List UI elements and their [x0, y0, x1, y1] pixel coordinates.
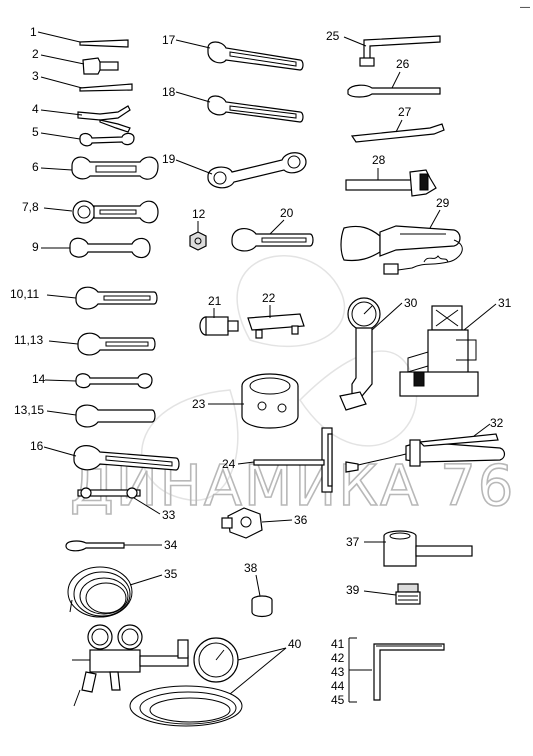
callout-28: 28: [372, 153, 386, 167]
callout-40: 40: [288, 637, 302, 651]
tool-32-grease-gun: [345, 433, 506, 473]
tool-18-hook-spanner: [207, 95, 304, 123]
callout-16: 16: [30, 439, 44, 453]
callout-9: 9: [32, 240, 39, 254]
callout-3: 3: [32, 69, 39, 83]
tool-22-plate: [247, 313, 305, 339]
tool-10-11-wrench: [75, 286, 158, 310]
callout-29: 29: [436, 196, 450, 210]
callout-12: 12: [192, 207, 206, 221]
tool-27-pry-bar: [350, 123, 445, 143]
tool-23-sleeve: [241, 373, 299, 429]
tool-28-hammer: [345, 169, 437, 197]
tool-13-15-wrench: [75, 404, 156, 428]
tool-39-fitting: [395, 583, 421, 605]
callout-38: 38: [244, 561, 258, 575]
tool-1-drift: [79, 39, 129, 48]
callout-11-13: 11,13: [14, 333, 43, 347]
tool-41-45-hex-keys: [373, 643, 445, 701]
callout-30: 30: [404, 296, 418, 310]
callout-19: 19: [162, 152, 176, 166]
tool-7-8-wrench: [72, 200, 159, 224]
callout-7-8: 7,8: [22, 200, 39, 214]
callout-4: 4: [32, 102, 39, 116]
callout-5: 5: [32, 125, 39, 139]
tool-5-wrench: [79, 132, 135, 147]
callout-2: 2: [32, 47, 39, 61]
callout-39: 39: [346, 583, 360, 597]
callout-1: 1: [30, 25, 37, 39]
callout-41: 41: [331, 637, 345, 651]
callout-36: 36: [294, 513, 308, 527]
tool-35-hose: [67, 566, 133, 618]
tool-16-hook-wrench: [73, 445, 180, 471]
tool-37-t-socket: [383, 530, 473, 567]
tool-20-wrench: [231, 228, 314, 252]
tool-38-bushing: [251, 595, 273, 618]
callout-13-15: 13,15: [14, 403, 44, 417]
callout-37: 37: [346, 535, 360, 549]
callout-25: 25: [326, 29, 340, 43]
callout-26: 26: [396, 57, 410, 71]
callout-27: 27: [398, 105, 412, 119]
tool-31-bottle-jack: [399, 305, 479, 397]
callout-32: 32: [490, 416, 504, 430]
tool-25-l-key: [359, 35, 441, 67]
tool-29-blowgun: [340, 225, 463, 275]
tool-36-nut: [221, 507, 263, 539]
callout-34: 34: [164, 538, 178, 552]
corner-mark: —: [520, 2, 530, 13]
callout-31: 31: [498, 296, 512, 310]
callout-33: 33: [162, 508, 176, 522]
tool-40-regulator: [72, 624, 243, 727]
callout-21: 21: [208, 294, 222, 308]
tool-3-screwdriver: [79, 83, 133, 92]
tool-30-tire-gauge: [339, 297, 381, 411]
callout-group-41-45: 41 42 43 44 45: [331, 637, 372, 707]
tool-6-wrench: [71, 156, 159, 180]
callout-45: 45: [331, 693, 345, 707]
callout-22: 22: [262, 291, 276, 305]
tool-33-bar: [77, 487, 141, 499]
tool-17-hook-spanner: [207, 41, 304, 71]
tool-9-wrench: [69, 237, 151, 259]
callout-43: 43: [331, 665, 345, 679]
tool-34-probe: [65, 540, 150, 552]
callout-17: 17: [162, 33, 176, 47]
callout-6: 6: [32, 160, 39, 174]
callout-24: 24: [222, 457, 236, 471]
callout-14: 14: [32, 372, 46, 386]
callout-10-11: 10,11: [10, 287, 39, 301]
callout-35: 35: [164, 567, 178, 581]
tool-21-socket: [199, 316, 239, 336]
callout-44: 44: [331, 679, 345, 693]
tool-19-box-spanner: [207, 152, 307, 189]
tool-11-13-wrench: [77, 332, 156, 356]
tool-14-wrench: [75, 373, 153, 389]
tool-12-nut: [189, 231, 207, 251]
callout-23: 23: [192, 397, 206, 411]
tool-4-pliers: [77, 105, 131, 133]
callout-42: 42: [331, 651, 345, 665]
tool-2-bit: [82, 57, 119, 75]
tool-26-bar: [347, 84, 441, 98]
callout-20: 20: [280, 206, 294, 220]
callout-18: 18: [162, 85, 176, 99]
